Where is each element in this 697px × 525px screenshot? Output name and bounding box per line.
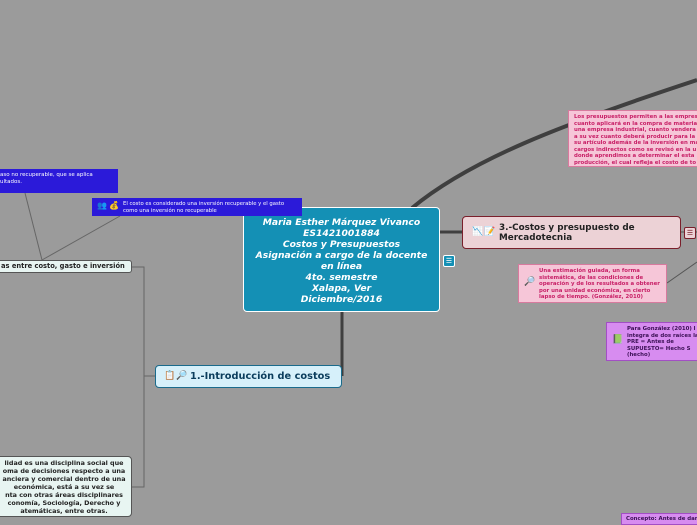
topic-costos-presupuesto-mercadotecnia[interactable]: 📉 📝 3.-Costos y presupuesto de Mercadote… [462,216,681,249]
note-line: atemáticas, entre otras. [20,507,108,515]
users-icon: 👥 [97,201,107,210]
note-line: ultados. [0,179,23,185]
magnifier-icon: 🔎 [524,277,536,287]
note-line: como una inversión no recuperable [123,208,217,214]
note-line: una empresa industrial, cuanto vendera [574,127,696,133]
note-line: cuanto aplicará en la compra de materia [574,120,697,127]
note-line: económica, está a su vez se [13,483,115,491]
note-line: lidad es una disciplina social que [4,459,124,467]
note-line: Los presupuestos permiten a las empresas [574,114,697,120]
central-topic[interactable]: Maria Esther Márquez Vivanco ES142100188… [243,207,440,312]
menu-icon[interactable]: ☰ [684,227,696,239]
note-contabilidad-disciplina[interactable]: lidad es una disciplina social que oma d… [0,456,132,517]
note-line: lapso de tiempo. (González, 2010) [539,294,643,300]
note-presupuestos-empresas[interactable]: Los presupuestos permiten a las empresas… [568,110,697,167]
topic-title: 3.-Costos y presupuesto de Mercadotecnia [499,223,635,243]
note-line: conomía, Sociología, Derecho y [7,499,121,507]
central-line: Diciembre/2016 [300,294,383,305]
note-line: oma de decisiones respecto a una [2,467,126,475]
note-gonzalez-raices[interactable]: 📗 Para González (2010) l integra de dos … [606,322,697,361]
note-line: PRE = Antes de [627,339,674,345]
central-line: en línea [320,261,363,272]
note-line: producción, el cual refleja el costo de … [574,159,697,166]
chart-icon: 📉 [472,227,484,237]
note-line: aso no recuperable, que se aplica [0,172,93,178]
checklist-icon: 📋 [164,371,176,381]
topic-costo-gasto-inversion[interactable]: as entre costo, gasto e inversión [0,260,132,273]
note-line: su artículo además de la inversión en ma [574,140,697,146]
note-line: Para González (2010) l [627,326,696,332]
money-bag-icon: 💰 [109,201,119,210]
central-line: Asignación a cargo de la docente [255,250,428,261]
note-estimacion-guiada[interactable]: 🔎 Una estimación guiada, un forma sistem… [518,264,667,303]
central-line: Costos y Presupuestos [282,239,401,250]
note-blue-costo[interactable]: 👥 💰 El costo es considerado una inversió… [92,198,302,216]
note-line: anciera y comercial dentro de una [2,475,126,483]
menu-icon[interactable]: ☰ [443,255,455,267]
central-line: ES1421001884 [303,228,380,239]
note-line: cargos indirectos como se revisó en la u [574,146,697,153]
note-line: nta con otras áreas disciplinares [5,491,123,499]
note-line: SUPUESTO= Hecho S [627,345,691,352]
central-line: 4to. semestre [305,272,378,283]
note-line: donde aprendimos a determinar el esta [574,153,695,159]
magnifier-icon: 🔎 [176,371,188,381]
note-line: operación y de los resultados a obtener [539,281,660,287]
note-line: por una unidad económica, en cierto [539,287,651,294]
note-line: sistemática, de las condiciones de [539,274,644,281]
note-line: El costo es considerado una inversión re… [123,201,285,207]
note-line: integra de dos raíces la [627,332,697,339]
central-line: Xalapa, Ver [311,283,372,294]
note-line: Una estimación guiada, un forma [539,268,640,274]
note-concepto[interactable]: Concepto: Antes de dar [621,513,697,525]
central-line: Maria Esther Márquez Vivanco [262,217,421,228]
note-blue-gasto[interactable]: aso no recuperable, que se aplica ultado… [0,169,118,193]
note-line: (hecho) [627,352,651,358]
topic-introduccion-costos[interactable]: 📋 🔎 1.-Introducción de costos [155,365,342,388]
book-icon: 📗 [612,335,624,345]
note-line: a su vez cuanto deberá producir para la [574,133,696,140]
topic-title: 1.-Introducción de costos [190,371,331,382]
checklist-icon: 📝 [484,227,496,237]
